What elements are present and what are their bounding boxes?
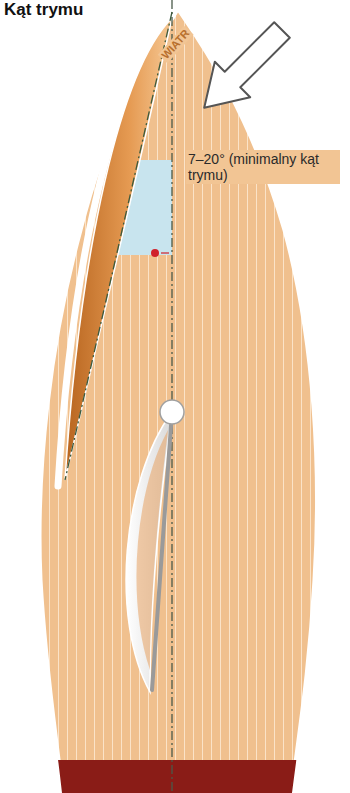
hull — [39, 8, 320, 793]
wind-arrow — [187, 12, 300, 125]
jib-chord-line — [65, 12, 172, 480]
centre-line — [171, 0, 172, 793]
diagram-title: Kąt trymu — [4, 0, 83, 20]
mast — [160, 400, 184, 424]
trim-marker-tick — [161, 252, 169, 253]
boom — [152, 412, 172, 690]
mainsail — [126, 412, 172, 692]
angle-note: 7–20° (minimalny kąt trymu) — [186, 150, 340, 184]
trim-marker — [151, 249, 159, 257]
transom — [40, 760, 320, 793]
